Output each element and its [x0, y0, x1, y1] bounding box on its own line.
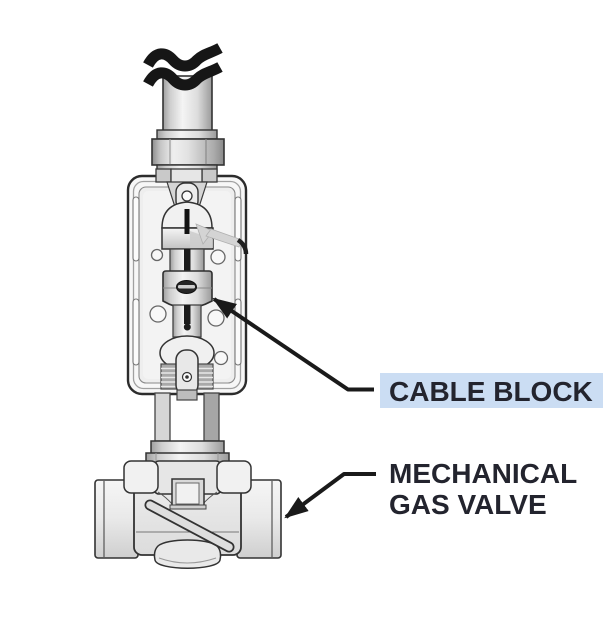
pipe-break-symbol [143, 43, 223, 91]
cable [184, 209, 190, 234]
gas-valve-leader-arrow [284, 472, 376, 519]
cable-block-part [162, 270, 213, 309]
gas-valve-label-line1: MECHANICAL [389, 458, 578, 489]
valve-diagonal-ridge [144, 499, 235, 553]
gray-direction-arrow [195, 223, 249, 255]
cable-block-leader-arrow [212, 297, 374, 392]
cable-block-label: CABLE BLOCK [380, 373, 603, 408]
gas-valve-label-line2: GAS VALVE [389, 489, 547, 520]
valve-top-boss [169, 478, 207, 510]
cable-block-label-text: CABLE BLOCK [389, 375, 593, 407]
valve-bottom-boss [153, 539, 222, 569]
valve-port-right [236, 479, 282, 559]
lever [175, 349, 199, 396]
valve-stem [154, 389, 220, 442]
gas-valve-body [94, 440, 282, 569]
gas-valve-label: MECHANICAL GAS VALVE [389, 458, 577, 520]
cable-mechanism [155, 168, 218, 396]
